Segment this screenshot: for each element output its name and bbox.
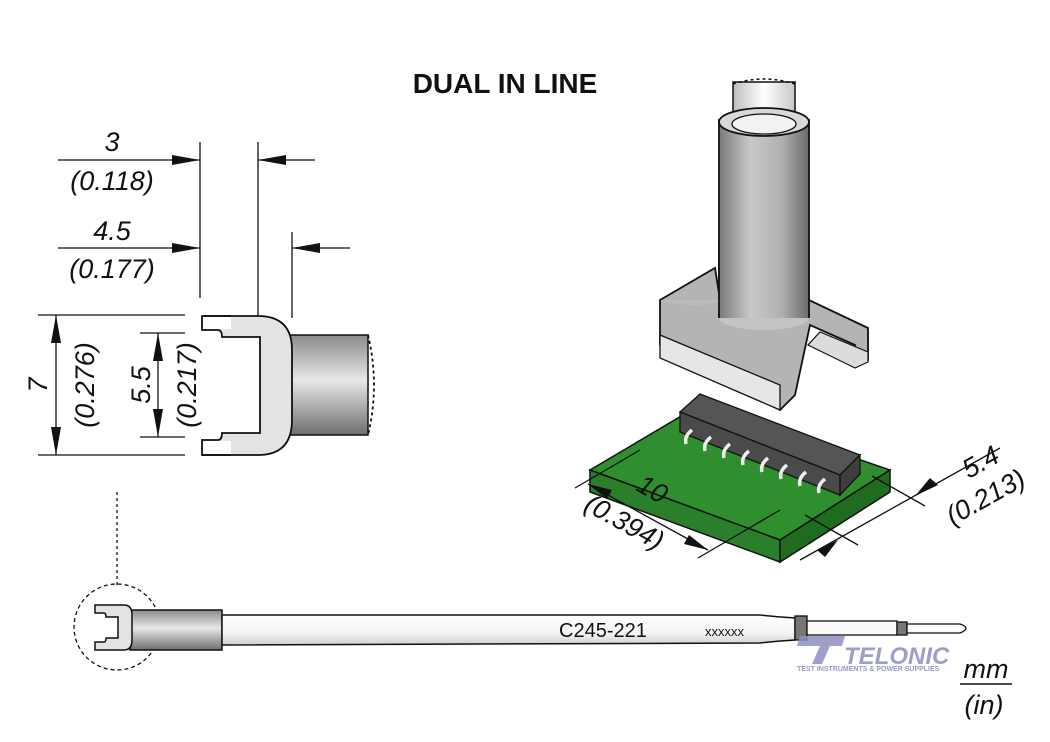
cartridge-full-view: C245-221 xxxxxx xyxy=(73,492,967,671)
ic-pins xyxy=(683,428,827,494)
dim-7-in: (0.276) xyxy=(70,342,100,428)
dim-4.5-mm: 4.5 xyxy=(93,216,132,246)
tip-3d-view xyxy=(588,78,892,564)
dim-3-mm: 3 xyxy=(104,127,119,157)
drawing-title: DUAL IN LINE xyxy=(413,68,598,99)
cartridge-serial: xxxxxx xyxy=(705,624,745,639)
dim-5.5-mm: 5.5 xyxy=(126,365,156,404)
telonic-watermark: TELONIC TEST INSTRUMENTS & POWER SUPPLIE… xyxy=(797,636,950,673)
dim-4.5-in: (0.177) xyxy=(69,254,155,284)
cartridge-model: C245-221 xyxy=(559,620,647,642)
telonic-logo-icon xyxy=(797,636,845,664)
dimension-tip-width: 3 (0.118) 4.5 (0.177) xyxy=(58,127,350,318)
units-legend: mm (in) xyxy=(960,654,1012,720)
dim-3-in: (0.118) xyxy=(70,166,154,196)
watermark-tagline: TEST INSTRUMENTS & POWER SUPPLIES xyxy=(797,666,940,673)
tip-profile xyxy=(201,315,375,456)
dim-7-mm: 7 xyxy=(23,377,53,393)
dim-5.5-in: (0.217) xyxy=(172,342,202,428)
unit-in: (in) xyxy=(965,690,1004,720)
unit-mm: mm xyxy=(964,654,1009,684)
dimension-tip-height: 7 (0.276) 5.5 (0.217) xyxy=(23,314,202,456)
watermark-brand: TELONIC xyxy=(844,643,950,670)
